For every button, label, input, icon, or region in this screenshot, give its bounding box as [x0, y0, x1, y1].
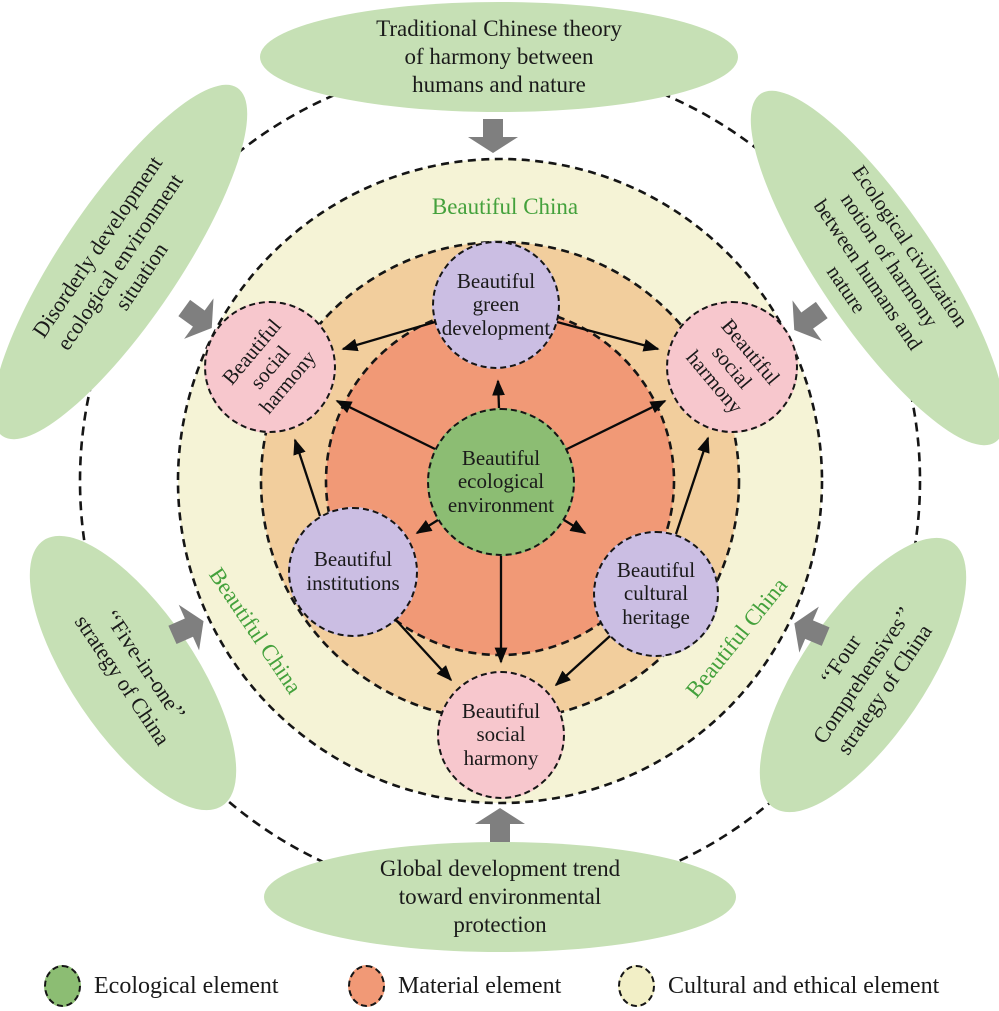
- legend-item-material: Material element: [348, 963, 561, 1009]
- circle-institutions: Beautiful institutions: [288, 507, 418, 637]
- label-line: environment: [447, 492, 555, 517]
- label-line: toward environmental: [398, 883, 602, 909]
- label-line: Global development trend: [379, 855, 621, 881]
- label-line: development: [441, 315, 551, 340]
- label-line: institutions: [306, 571, 400, 595]
- arrow-center-to-cultural-heritage: [563, 519, 587, 534]
- circle-ecological-environment-label: Beautiful ecological environment: [447, 445, 555, 518]
- label-line: protection: [453, 912, 547, 938]
- legend-label-ecological: Ecological element: [94, 972, 279, 999]
- block-arrow-top: [468, 119, 518, 153]
- circle-social-harmony-right: Beautiful social harmony: [666, 301, 798, 433]
- circle-social-harmony-bottom-label: Beautiful social harmony: [461, 698, 541, 771]
- material-swatch-icon: [348, 965, 385, 1007]
- circle-social-harmony-bottom: Beautiful social harmony: [437, 671, 565, 799]
- ellipse-global-trend-label: Global development trend toward environm…: [380, 855, 620, 939]
- arrow-institutions-to-social-left: [293, 438, 322, 517]
- ellipse-ecological-civilization-label: Ecological civilization notion of harmon…: [783, 161, 974, 375]
- circle-social-harmony-left: Beautiful social harmony: [204, 301, 336, 433]
- legend-item-ecological: Ecological element: [44, 963, 279, 1009]
- legend-label-cultural: Cultural and ethical element: [668, 972, 940, 999]
- circle-cultural-heritage-label: Beautiful cultural heritage: [616, 557, 696, 630]
- ellipse-traditional-theory: Traditional Chinese theory of harmony be…: [260, 2, 738, 112]
- ellipse-four-comprehensives-label: ‘‘Four Comprehensives’’ strategy of Chin…: [785, 586, 941, 763]
- label-line: humans and nature: [412, 72, 586, 98]
- label-line: Beautiful: [461, 698, 541, 723]
- ellipse-global-trend: Global development trend toward environm…: [264, 842, 736, 952]
- ellipse-four-comprehensives: ‘‘Four Comprehensives’’ strategy of Chin…: [722, 507, 999, 843]
- circle-green-development-label: Beautiful green development: [441, 268, 551, 341]
- ring-label-top-text: Beautiful China: [431, 194, 579, 219]
- label-line: cultural: [623, 581, 689, 606]
- ecological-swatch-icon: [44, 965, 81, 1007]
- label-line: ecological: [457, 469, 545, 494]
- ellipse-disorderly-development-label: Disorderly development ecological enviro…: [27, 151, 213, 373]
- arrow-heritage-to-social-bottom: [554, 635, 611, 687]
- label-line: social: [476, 722, 526, 747]
- arrow-center-to-green-development: [492, 379, 505, 409]
- arrow-institutions-to-social-bottom: [394, 618, 453, 682]
- label-line: of harmony between: [404, 43, 594, 69]
- label-line: green: [472, 292, 520, 317]
- circle-social-harmony-right-label: Beautiful social harmony: [680, 314, 785, 419]
- arrow-center-to-institutions: [415, 519, 439, 534]
- arrow-center-to-social-left: [335, 399, 436, 451]
- arrow-center-to-social-right: [566, 399, 667, 451]
- label-line: Beautiful: [456, 268, 536, 293]
- legend-label-material: Material element: [398, 972, 562, 999]
- legend-item-cultural: Cultural and ethical element: [618, 963, 939, 1009]
- label-line: harmony: [463, 745, 539, 770]
- ellipse-five-in-one: ‘‘Five-in-one’’ strategy of China: [0, 505, 274, 841]
- ring-label-top: Beautiful China: [405, 191, 605, 223]
- cultural-swatch-icon: [618, 965, 655, 1007]
- label-line: heritage: [622, 604, 690, 629]
- label-line: Beautiful: [616, 557, 696, 582]
- circle-institutions-label: Beautiful institutions: [306, 548, 399, 595]
- circle-green-development: Beautiful green development: [432, 241, 560, 369]
- circle-cultural-heritage: Beautiful cultural heritage: [593, 531, 719, 657]
- circle-ecological-environment: Beautiful ecological environment: [427, 408, 575, 556]
- arrow-greendev-to-social-right: [556, 320, 660, 352]
- circle-social-harmony-left-label: Beautiful social harmony: [217, 314, 322, 419]
- label-line: Beautiful: [461, 445, 541, 470]
- block-arrow-bottom: [475, 808, 525, 842]
- arrow-heritage-to-social-right: [674, 436, 710, 535]
- label-line: Beautiful: [313, 547, 393, 572]
- label-line: Traditional Chinese theory: [376, 15, 622, 41]
- ellipse-five-in-one-label: ‘‘Five-in-one’’ strategy of China: [68, 595, 197, 751]
- ellipse-traditional-theory-label: Traditional Chinese theory of harmony be…: [376, 15, 622, 99]
- arrow-greendev-to-social-left: [341, 320, 436, 352]
